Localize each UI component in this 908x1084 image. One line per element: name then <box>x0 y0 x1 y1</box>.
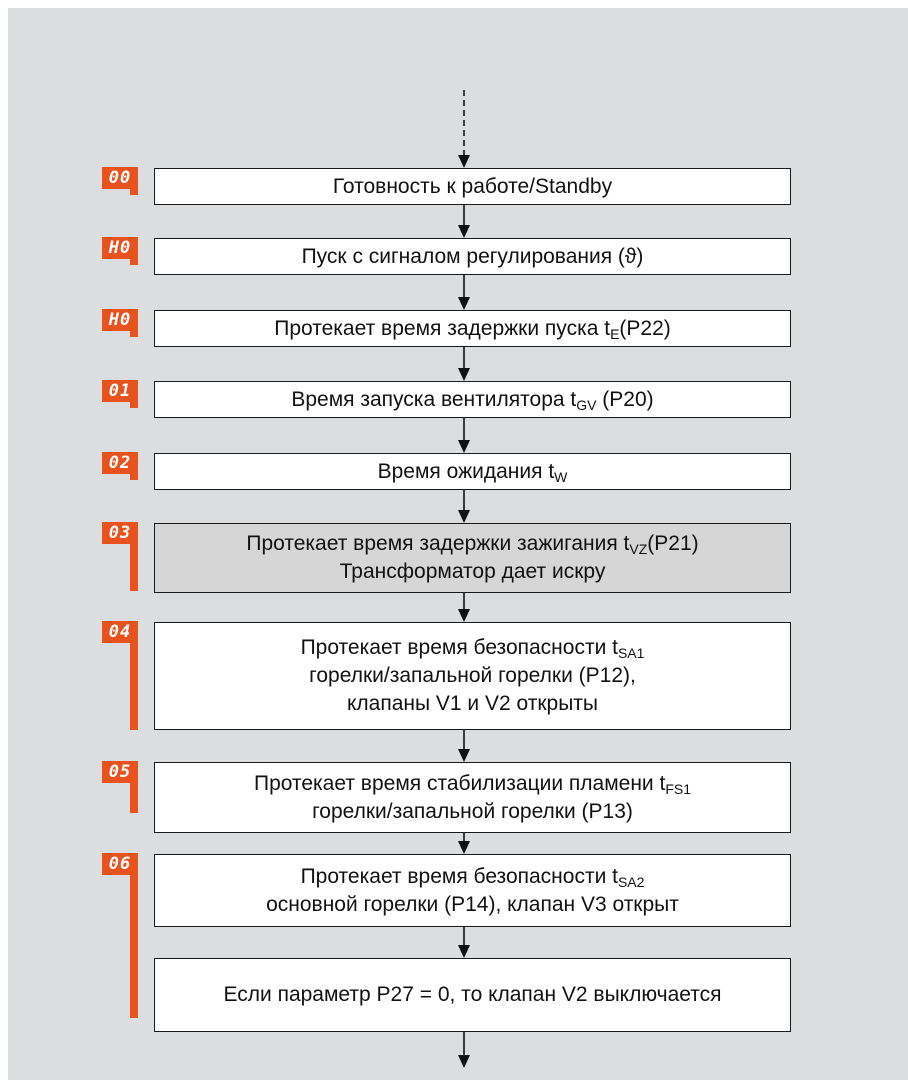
step-text: Протекает время безопасности t <box>300 864 618 888</box>
step-text-line: Пуск с сигналом регулирования (ϑ) <box>302 243 644 271</box>
step-text-line: горелки/запальной горелки (P13) <box>312 798 633 826</box>
step-box-10: Если параметр P27 = 0, то клапан V2 выкл… <box>154 958 791 1032</box>
step-text-line: основной горелки (P14), клапан V3 открыт <box>266 891 679 919</box>
status-code-bracket <box>130 188 138 195</box>
step-text: Протекает время задержки пуска t <box>274 316 611 340</box>
step-text: горелки/запальной горелки (P12), <box>309 664 636 687</box>
flow-arrow-head <box>458 749 470 762</box>
step-text-suffix: (P21) <box>647 532 699 555</box>
step-subscript: VZ <box>629 541 648 557</box>
step-box-1: Готовность к работе/Standby <box>154 168 791 205</box>
arrows-layer <box>458 90 470 1068</box>
status-code-bracket <box>130 473 138 480</box>
step-text-line: Трансформатор дает искру <box>340 558 606 586</box>
step-subscript: FS1 <box>665 780 691 797</box>
status-code-badge: 01 <box>102 380 138 402</box>
step-text: горелки/запальной горелки (P13) <box>312 799 633 823</box>
step-box-2: Пуск с сигналом регулирования (ϑ) <box>154 238 791 275</box>
step-text-line: Протекает время безопасности tSA1 <box>301 634 645 662</box>
step-text: Протекает время безопасности t <box>300 636 618 659</box>
step-text-line: Если параметр P27 = 0, то клапан V2 выкл… <box>223 981 721 1009</box>
status-code-badge: 00 <box>102 167 138 189</box>
step-text-line: Готовность к работе/Standby <box>333 173 612 201</box>
flow-arrow-head <box>458 368 470 381</box>
step-subscript: SA2 <box>617 873 645 890</box>
flow-arrow-head <box>458 510 470 523</box>
step-box-4: Время запуска вентилятора tGV (P20) <box>154 381 791 418</box>
step-text: Время запуска вентилятора t <box>291 387 577 411</box>
status-code-bracket <box>130 782 138 813</box>
flow-arrow-head <box>458 841 470 854</box>
status-code-badge: 04 <box>102 621 138 643</box>
step-subscript: W <box>554 468 568 485</box>
step-text-line: горелки/запальной горелки (P12), <box>309 662 636 690</box>
entry-arrow-head <box>458 155 470 168</box>
flow-arrow-head <box>458 945 470 958</box>
step-text: Если параметр P27 = 0, то клапан V2 выкл… <box>223 983 722 1006</box>
step-box-8: Протекает время стабилизации пламени tFS… <box>154 762 791 833</box>
step-text-line: Время ожидания tW <box>378 458 568 486</box>
exit-arrow-head <box>458 1055 470 1068</box>
step-text-line: клапаны V1 и V2 открыты <box>347 690 598 718</box>
step-text: Готовность к работе/Standby <box>332 174 613 198</box>
step-subscript: E <box>610 325 620 342</box>
step-text-line: Время запуска вентилятора tGV (P20) <box>291 386 653 414</box>
status-code-bracket <box>130 330 138 337</box>
status-code-badge: 06 <box>102 853 138 875</box>
status-code-bracket <box>130 401 138 408</box>
step-text: клапаны V1 и V2 открыты <box>346 692 599 715</box>
status-code-badge: H0 <box>102 309 138 331</box>
step-text-line: Протекает время задержки зажигания tVZ(P… <box>246 530 698 558</box>
flow-arrow-head <box>458 225 470 238</box>
status-code-badge: H0 <box>102 237 138 259</box>
step-text: основной горелки (P14), клапан V3 открыт <box>266 892 679 916</box>
step-text: Протекает время стабилизации пламени t <box>253 771 666 795</box>
status-code-badge: 03 <box>102 522 138 544</box>
step-text-suffix: (P20) <box>596 387 654 411</box>
status-code-bracket <box>130 258 138 265</box>
step-text-suffix: (P22) <box>619 316 671 340</box>
step-text: Трансформатор дает искру <box>339 560 606 583</box>
flow-arrow-head <box>458 609 470 622</box>
step-text-line: Протекает время безопасности tSA2 <box>301 863 645 891</box>
flow-arrow-head <box>458 297 470 310</box>
step-box-6: Протекает время задержки зажигания tVZ(P… <box>154 523 791 593</box>
step-text: Протекает время задержки зажигания t <box>246 532 630 555</box>
step-text: Пуск с сигналом регулирования (ϑ) <box>301 244 644 268</box>
status-code-badge: 05 <box>102 761 138 783</box>
step-text-line: Протекает время стабилизации пламени tFS… <box>254 770 691 798</box>
step-box-3: Протекает время задержки пуска tE(P22) <box>154 310 791 347</box>
status-code-bracket <box>130 874 138 1018</box>
step-subscript: SA1 <box>617 645 645 661</box>
status-code-badge: 02 <box>102 452 138 474</box>
step-text: Время ожидания t <box>377 459 555 483</box>
step-subscript: GV <box>576 396 597 413</box>
step-text-line: Протекает время задержки пуска tE(P22) <box>274 315 671 343</box>
step-box-5: Время ожидания tW <box>154 453 791 490</box>
status-code-bracket <box>130 642 138 730</box>
flow-arrow-head <box>458 440 470 453</box>
status-code-bracket <box>130 543 138 591</box>
